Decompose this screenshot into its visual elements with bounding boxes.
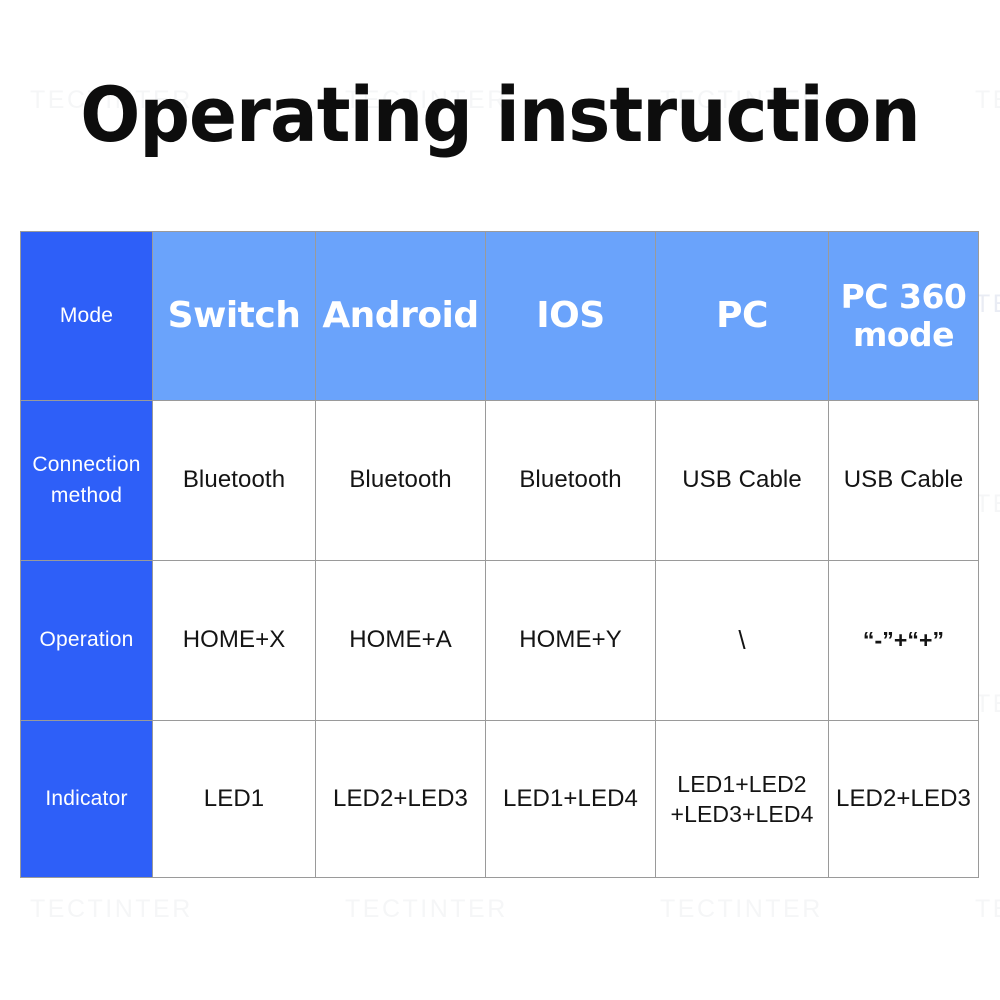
table-header-row: Mode Switch Android IOS PC PC 360 mode: [20, 231, 979, 401]
table-row-operation: Operation HOME+X HOME+A HOME+Y \ “-”+“+”: [20, 560, 979, 721]
page-title: Operating instruction: [80, 70, 920, 159]
cell-operation-switch: HOME+X: [152, 560, 316, 721]
cell-indicator-ios: LED1+LED4: [485, 720, 656, 878]
table-row-connection-method: Connection method Bluetooth Bluetooth Bl…: [20, 400, 979, 561]
header-cell-android: Android: [315, 231, 486, 401]
table-row-indicator: Indicator LED1 LED2+LED3 LED1+LED4 LED1+…: [20, 720, 979, 878]
row-label-connection-method-line1: Connection: [32, 453, 141, 477]
row-label-indicator-line1: Indicator: [45, 786, 128, 810]
row-label-operation: Operation: [20, 560, 153, 721]
row-label-connection-method: Connection method: [20, 400, 153, 561]
operating-instruction-table: Mode Switch Android IOS PC PC 360 mode C…: [20, 231, 979, 878]
watermark-text: TECTINTER: [30, 895, 193, 923]
cell-operation-pc: \: [655, 560, 829, 721]
row-label-connection-method-line2: method: [50, 483, 123, 507]
header-cell-ios: IOS: [485, 231, 656, 401]
cell-connection-pc360: USB Cable: [828, 400, 979, 561]
cell-connection-ios: Bluetooth: [485, 400, 656, 561]
header-cell-pc360-line2: mode: [852, 315, 955, 354]
header-cell-pc360: PC 360 mode: [828, 231, 979, 401]
header-cell-switch: Switch: [152, 231, 316, 401]
watermark-text: TECTINTER: [345, 895, 508, 923]
cell-operation-android: HOME+A: [315, 560, 486, 721]
watermark-text: TECTINTER: [975, 895, 1000, 923]
cell-connection-pc: USB Cable: [655, 400, 829, 561]
cell-indicator-pc-line1: LED1+LED2: [677, 770, 807, 797]
cell-connection-android: Bluetooth: [315, 400, 486, 561]
cell-operation-ios: HOME+Y: [485, 560, 656, 721]
cell-connection-switch: Bluetooth: [152, 400, 316, 561]
row-label-operation-line1: Operation: [39, 628, 134, 652]
header-cell-mode: Mode: [20, 231, 153, 401]
watermark-text: TECTINTER: [975, 86, 1000, 114]
cell-indicator-pc-line2: +LED3+LED4: [670, 801, 814, 827]
watermark-text: TECTINTER: [660, 895, 823, 923]
cell-indicator-switch: LED1: [152, 720, 316, 878]
row-label-indicator: Indicator: [20, 720, 153, 878]
cell-operation-pc360: “-”+“+”: [828, 560, 979, 721]
header-cell-pc: PC: [655, 231, 829, 401]
cell-indicator-pc360: LED2+LED3: [828, 720, 979, 878]
header-cell-pc360-line1: PC 360: [840, 277, 967, 317]
cell-indicator-pc: LED1+LED2 +LED3+LED4: [655, 720, 829, 878]
cell-indicator-android: LED2+LED3: [315, 720, 486, 878]
